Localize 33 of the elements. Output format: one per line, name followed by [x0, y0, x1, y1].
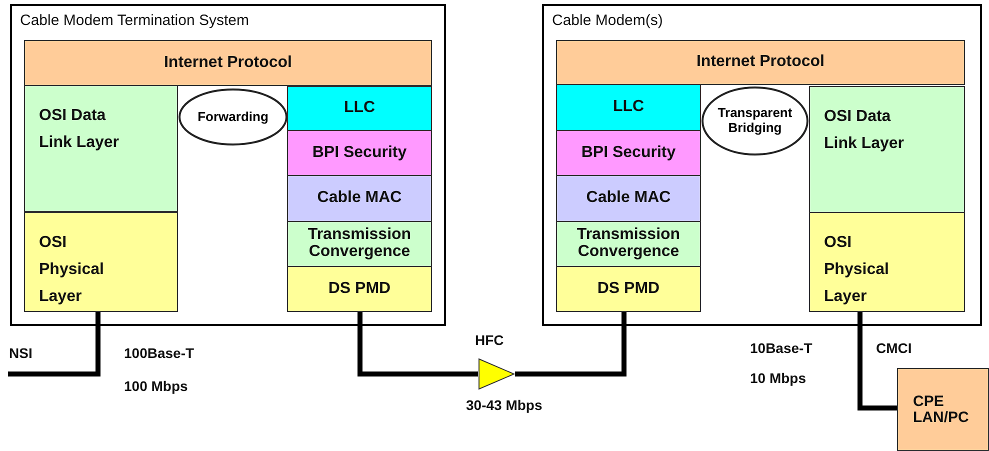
protocol-layer-box: OSI Data Link Layer: [809, 86, 965, 213]
protocol-layer-box: Transmission Convergence: [556, 221, 701, 267]
ellipse-label: Transparent Bridging: [716, 106, 794, 136]
amplifier-label: 30-43 Mbps: [466, 397, 542, 413]
link-spec-label: 100 Mbps: [124, 378, 188, 394]
protocol-layer-box: BPI Security: [287, 130, 432, 176]
protocol-layer-box: LLC: [556, 84, 701, 131]
interface-label: NSI: [9, 345, 32, 361]
protocol-layer-box: Internet Protocol: [24, 40, 432, 86]
link-spec-label: 100Base-T: [124, 345, 194, 361]
protocol-layer-box: Internet Protocol: [556, 40, 965, 85]
protocol-layer-box: Transmission Convergence: [287, 221, 432, 267]
system-heading: Cable Modem Termination System: [20, 12, 249, 29]
cable-line: [358, 312, 478, 376]
cable-line: [8, 312, 100, 376]
protocol-layer-box: Cable MAC: [556, 175, 701, 222]
cable-line: [515, 312, 626, 376]
amplifier-label: HFC: [475, 332, 504, 348]
protocol-layer-box: LLC: [287, 86, 432, 131]
protocol-layer-box: BPI Security: [556, 130, 701, 176]
interface-label: CMCI: [876, 340, 912, 356]
protocol-layer-box: Cable MAC: [287, 175, 432, 222]
protocol-layer-box: OSI Physical Layer: [809, 212, 965, 312]
cable-line: [858, 312, 897, 410]
protocol-layer-box: OSI Data Link Layer: [24, 85, 178, 212]
protocol-layer-box: OSI Physical Layer: [24, 212, 178, 312]
link-spec-label: 10 Mbps: [750, 370, 806, 386]
system-heading: Cable Modem(s): [552, 12, 663, 29]
device-box: CPE LAN/PC: [897, 368, 989, 451]
link-spec-label: 10Base-T: [750, 340, 812, 356]
ellipse-label: Forwarding: [198, 110, 268, 124]
protocol-layer-box: DS PMD: [287, 266, 432, 312]
protocol-layer-box: DS PMD: [556, 266, 701, 312]
